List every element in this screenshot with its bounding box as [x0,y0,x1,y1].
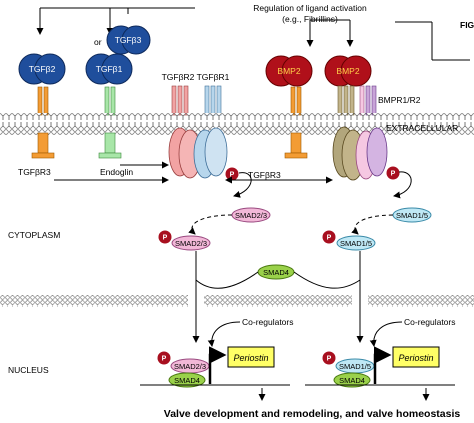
ligand-bmp2-right-label: BMP2 [336,66,359,76]
cytoplasm-label: CYTOPLASM [8,230,60,240]
smad23-phosphorylated-label: SMAD2/3 [175,239,207,248]
bmpr-label: BMPR1/R2 [378,95,421,105]
smad15-phosphorylated [336,235,376,251]
coregulators-left-arrow [207,321,241,347]
figure-tag: FIG [460,20,474,30]
smad15-recruit-arrow [351,214,394,235]
periostin-left-activation [208,346,227,384]
regulation-example: (e.g., Fibrillins) [282,14,338,24]
nucleus-smad15-label: SMAD1/5 [339,362,371,371]
smad23-phospho [158,230,172,244]
tgfbr1-kinase [193,127,228,179]
smad4-cytoplasm-label: SMAD4 [263,268,289,277]
periostin-right-label: Periostin [398,353,433,363]
bmpr-kinase [332,126,388,181]
ligand-bmp2-left-label: BMP2 [277,66,300,76]
nucleus-smad23-phospho [157,351,171,365]
nucleus-smad23-phospho-label: P [162,356,167,363]
nucleus-smad4-left-label: SMAD4 [174,376,200,385]
regulation-title: Regulation of ligand activation [253,3,367,13]
tgfbr3-left-label: TGFβR3 [18,167,51,177]
tgfbr3-right-receptor [284,132,308,159]
ligand-bmp2-left [265,55,313,87]
nucleus-smad15-phospho [322,351,336,365]
smad23-upper-label: SMAD2/3 [235,211,267,220]
nucleus-smad4-right-label: SMAD4 [339,376,365,385]
tgfbr1-label: TGFβR1 [197,72,230,82]
footer-outcome: Valve development and remodeling, and va… [164,408,461,420]
smad15-phospho-label: P [327,235,332,242]
smad15-phosphorylated-label: SMAD1/5 [340,239,372,248]
smad15-phospho [322,230,336,244]
tgfbr3-left-receptor [31,132,55,159]
endoglin-label: Endoglin [100,167,133,177]
ligand-tgfb2-label: TGFβ2 [29,64,56,74]
receptor-stalks [37,85,377,116]
ligand-tgfb2 [18,53,66,85]
bmpr-phospho-label: P [391,171,396,178]
nucleus-smad4-left [168,372,206,388]
smad23-phospho-label: P [163,235,168,242]
or-label: or [94,37,102,47]
nuclear-envelope-left [0,295,188,307]
periostin-left-box [227,346,275,368]
bmpr-phospho [386,166,400,180]
co-receptor-arrows [54,161,333,184]
tgfbr1-phospho-label: P [230,172,235,179]
endoglin-receptor [98,132,122,159]
coregulators-right: Co-regulators [404,317,456,327]
nucleus-smad4-right [333,372,371,388]
bmpr-phospho-arrow [393,171,412,199]
tgfbr3-right-label: TGFβR3 [248,170,281,180]
ligand-tgfb3-label: TGFβ3 [115,35,142,45]
smad15-upper-label: SMAD1/5 [396,211,428,220]
periostin-right-box [392,346,440,368]
plasma-membrane [0,113,474,135]
extracellular-label: EXTRACELLULAR [386,123,458,133]
ligand-tgfb1 [85,53,133,85]
nuclear-envelope-right [368,295,474,307]
tgfbr2-label: TGFβR2 [162,72,195,82]
nuclear-envelope-mid [204,295,352,307]
coregulators-right-arrow [369,321,403,347]
smad-translocation-lines [195,251,361,320]
ligand-bmp2-right [324,55,372,87]
nucleus-smad23-label: SMAD2/3 [174,362,206,371]
ligand-tgfb1-label: TGFβ1 [96,64,123,74]
tgfbr-phospho-arrow [233,172,252,198]
ligand-tgfb3 [106,25,151,55]
nucleus-smad15-phospho-label: P [327,356,332,363]
coregulators-left: Co-regulators [242,317,294,327]
periostin-left-label: Periostin [233,353,268,363]
smad23-phosphorylated [171,235,211,251]
periostin-right-activation [373,346,392,384]
regulation-bracket [36,7,470,61]
nucleus-label: NUCLEUS [8,365,49,375]
smad23-recruit-arrow [188,214,233,235]
